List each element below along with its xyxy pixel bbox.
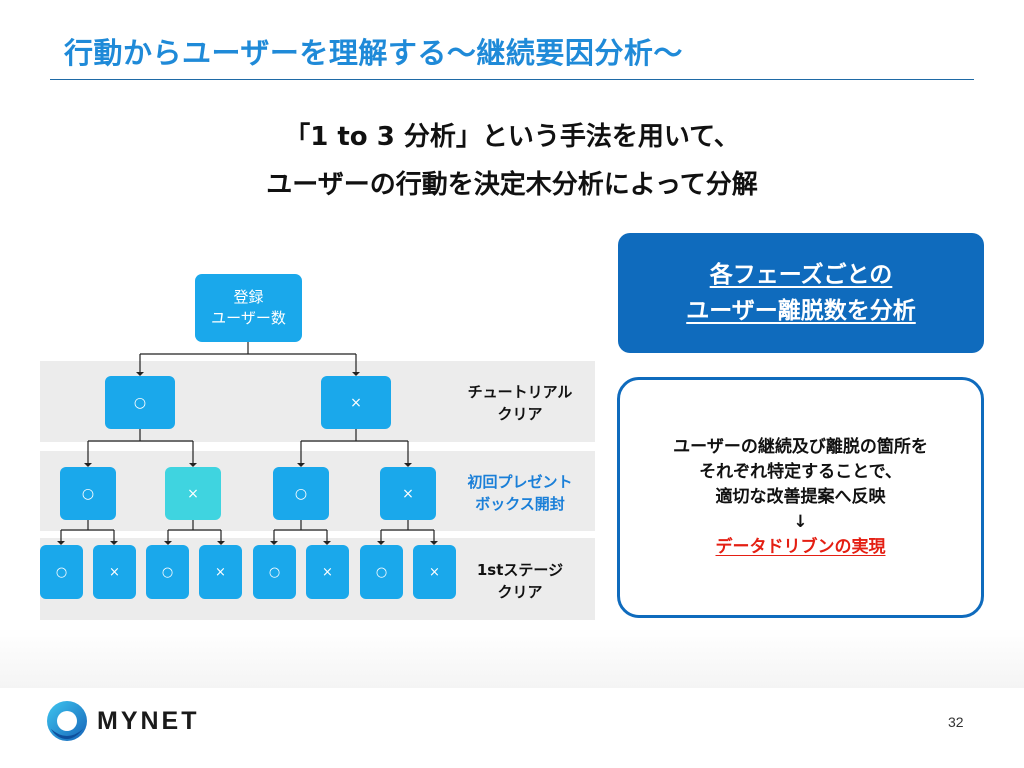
phase-analysis-callout: 各フェーズごとの ユーザー離脱数を分析 xyxy=(618,233,984,353)
insight-line-1: ユーザーの継続及び離脱の箇所を xyxy=(673,437,928,457)
label-first-stage: 1stステージ クリア xyxy=(450,559,590,603)
tree-node-l3-6: × xyxy=(306,545,349,599)
down-arrow-icon: ↓ xyxy=(793,512,808,532)
root-label-line-1: 登録 xyxy=(233,288,264,306)
title-divider xyxy=(50,79,974,80)
tree-node-l3-3: ○ xyxy=(146,545,189,599)
tree-node-l3-8: × xyxy=(413,545,456,599)
tree-node-l1-fail: × xyxy=(321,376,391,429)
insight-line-3: 適切な改善提案へ反映 xyxy=(715,487,886,507)
tree-root-node: 登録 ユーザー数 xyxy=(195,274,302,342)
slide-title: 行動からユーザーを理解する〜継続要因分析〜 xyxy=(64,36,683,70)
tree-node-l3-1: ○ xyxy=(40,545,83,599)
root-label-line-2: ユーザー数 xyxy=(211,309,286,327)
tree-node-l2-3: ○ xyxy=(273,467,329,520)
tree-node-l3-2: × xyxy=(93,545,136,599)
tree-node-l3-7: ○ xyxy=(360,545,403,599)
insight-box: ユーザーの継続及び離脱の箇所を それぞれ特定することで、 適切な改善提案へ反映 … xyxy=(617,377,984,618)
tree-node-l1-pass: ○ xyxy=(105,376,175,429)
footer xyxy=(0,688,1024,768)
label-tutorial-line-1: チュートリアル xyxy=(467,383,573,401)
label-stage-line-2: クリア xyxy=(497,583,543,601)
tree-node-l3-4: × xyxy=(199,545,242,599)
insight-line-2: それぞれ特定することで、 xyxy=(699,462,902,482)
subtitle-line-1: 「1 to 3 分析」という手法を用いて、 xyxy=(284,122,740,152)
mynet-logo-icon xyxy=(47,701,87,741)
label-first-present: 初回プレゼント ボックス開封 xyxy=(450,471,590,515)
insight-highlight: データドリブンの実現 xyxy=(715,537,886,557)
label-stage-line-1: 1stステージ xyxy=(476,561,564,579)
logo-wordmark: MYNET xyxy=(97,707,200,735)
label-tutorial-line-2: クリア xyxy=(497,405,543,423)
tree-node-l2-2: × xyxy=(165,467,221,520)
label-present-line-2: ボックス開封 xyxy=(475,495,565,513)
page-number: 32 xyxy=(948,714,964,730)
tree-node-l2-4: × xyxy=(380,467,436,520)
callout-line-2: ユーザー離脱数を分析 xyxy=(686,298,916,324)
tree-node-l3-5: ○ xyxy=(253,545,296,599)
subtitle-line-2: ユーザーの行動を決定木分析によって分解 xyxy=(266,170,758,200)
callout-line-1: 各フェーズごとの xyxy=(709,262,893,288)
label-present-line-1: 初回プレゼント xyxy=(467,473,573,491)
label-tutorial-clear: チュートリアル クリア xyxy=(450,381,590,425)
tree-node-l2-1: ○ xyxy=(60,467,116,520)
